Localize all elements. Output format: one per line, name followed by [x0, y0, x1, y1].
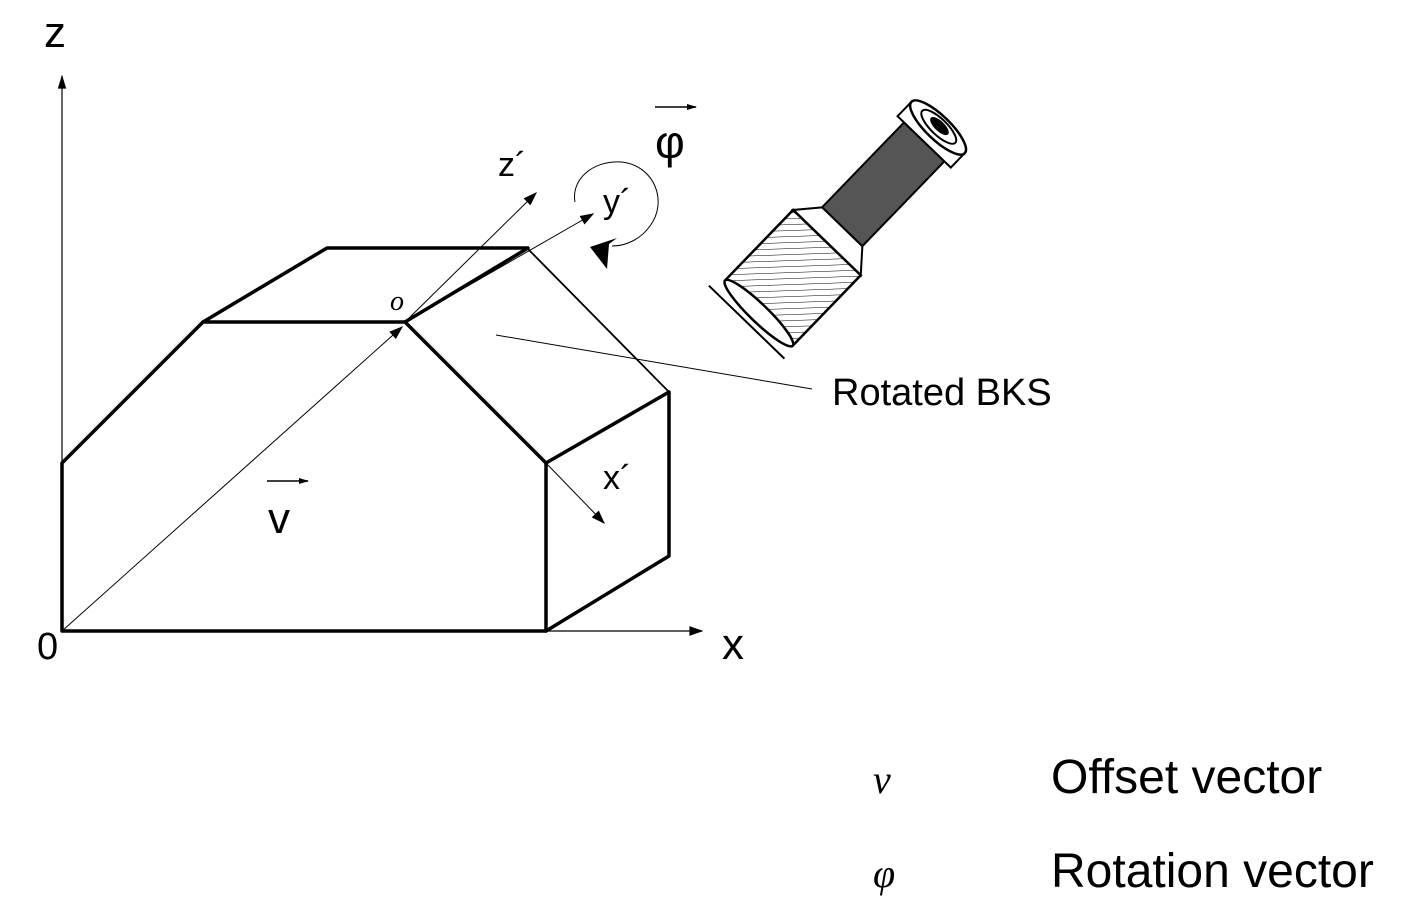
tool-illustration	[708, 99, 968, 360]
roof-ridge-edge	[527, 248, 670, 393]
rotation-vector-symbol: φ	[655, 116, 685, 168]
legend-symbol: v	[873, 757, 891, 802]
offset-vector-line	[61, 326, 404, 632]
callout-leader-line	[495, 334, 813, 390]
x-axis-label: x	[722, 620, 744, 669]
z-axis-label: z	[44, 8, 66, 57]
rotation-indicator	[574, 161, 659, 269]
rotation-arc	[574, 161, 659, 247]
legend-description: Rotation vector	[1051, 845, 1374, 898]
workpiece-solid	[60, 246, 671, 633]
x-prime-axis	[545, 462, 605, 525]
legend-item: φ Rotation vector	[873, 845, 1374, 898]
global-origin-label: 0	[37, 626, 58, 668]
rotation-arrowhead	[590, 238, 617, 269]
rotated-bks-callout: Rotated BKS	[495, 334, 1052, 414]
top-face	[201, 246, 530, 324]
front-face	[60, 320, 548, 633]
legend-description: Offset vector	[1051, 751, 1322, 804]
z-prime-axis	[404, 192, 537, 323]
offset-vector-symbol: v	[268, 494, 290, 543]
rotation-vector: φ	[655, 104, 697, 168]
x-prime-label: x´	[603, 459, 631, 497]
legend: v Offset vector φ Rotation vector	[873, 751, 1374, 898]
y-prime-label: y´	[603, 183, 631, 221]
z-prime-label: z´	[498, 146, 526, 184]
y-prime-axis	[404, 213, 595, 323]
offset-vector: v	[61, 326, 404, 632]
global-axes: z x 0	[37, 8, 744, 669]
legend-item: v Offset vector	[873, 751, 1322, 804]
rotated-origin-label: o	[390, 286, 404, 317]
callout-label: Rotated BKS	[832, 372, 1052, 414]
rotated-coordinate-system: o z´ y´ x´	[390, 146, 631, 525]
side-face	[544, 390, 671, 633]
legend-symbol: φ	[873, 851, 895, 896]
